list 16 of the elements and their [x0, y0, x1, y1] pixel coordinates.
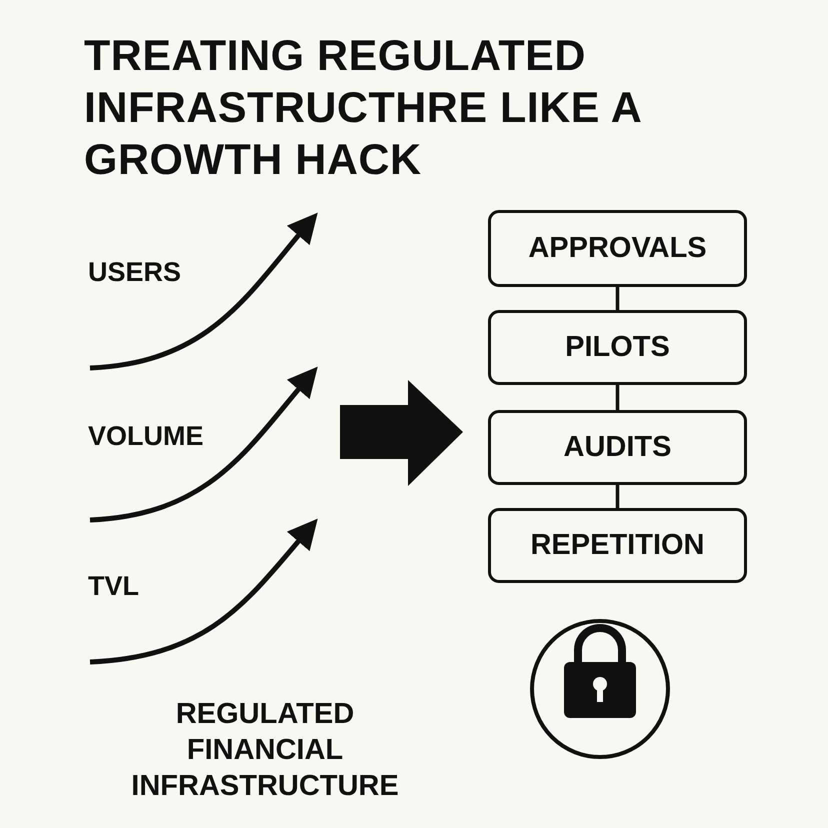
title: TREATING REGULATED INFRASTRUCTHRE LIKE A GROWTH HACK: [84, 31, 642, 186]
metric-label: VOLUME: [88, 420, 204, 453]
process-box: [488, 410, 747, 485]
process-box: [488, 210, 747, 287]
process-box: [488, 310, 747, 385]
box-label: AUDITS: [564, 431, 672, 464]
connector-line: [616, 287, 620, 310]
caption-text: REGULATED FINANCIAL INFRASTRUCTURE: [130, 697, 400, 804]
connector-line: [616, 485, 620, 508]
box-label: REPETITION: [530, 529, 704, 562]
connector-line: [616, 385, 620, 410]
box-label: PILOTS: [565, 331, 670, 364]
metric-label: TVL: [88, 570, 139, 603]
metric-label: USERS: [88, 256, 182, 289]
process-box: [488, 508, 747, 583]
box-label: APPROVALS: [528, 232, 707, 265]
